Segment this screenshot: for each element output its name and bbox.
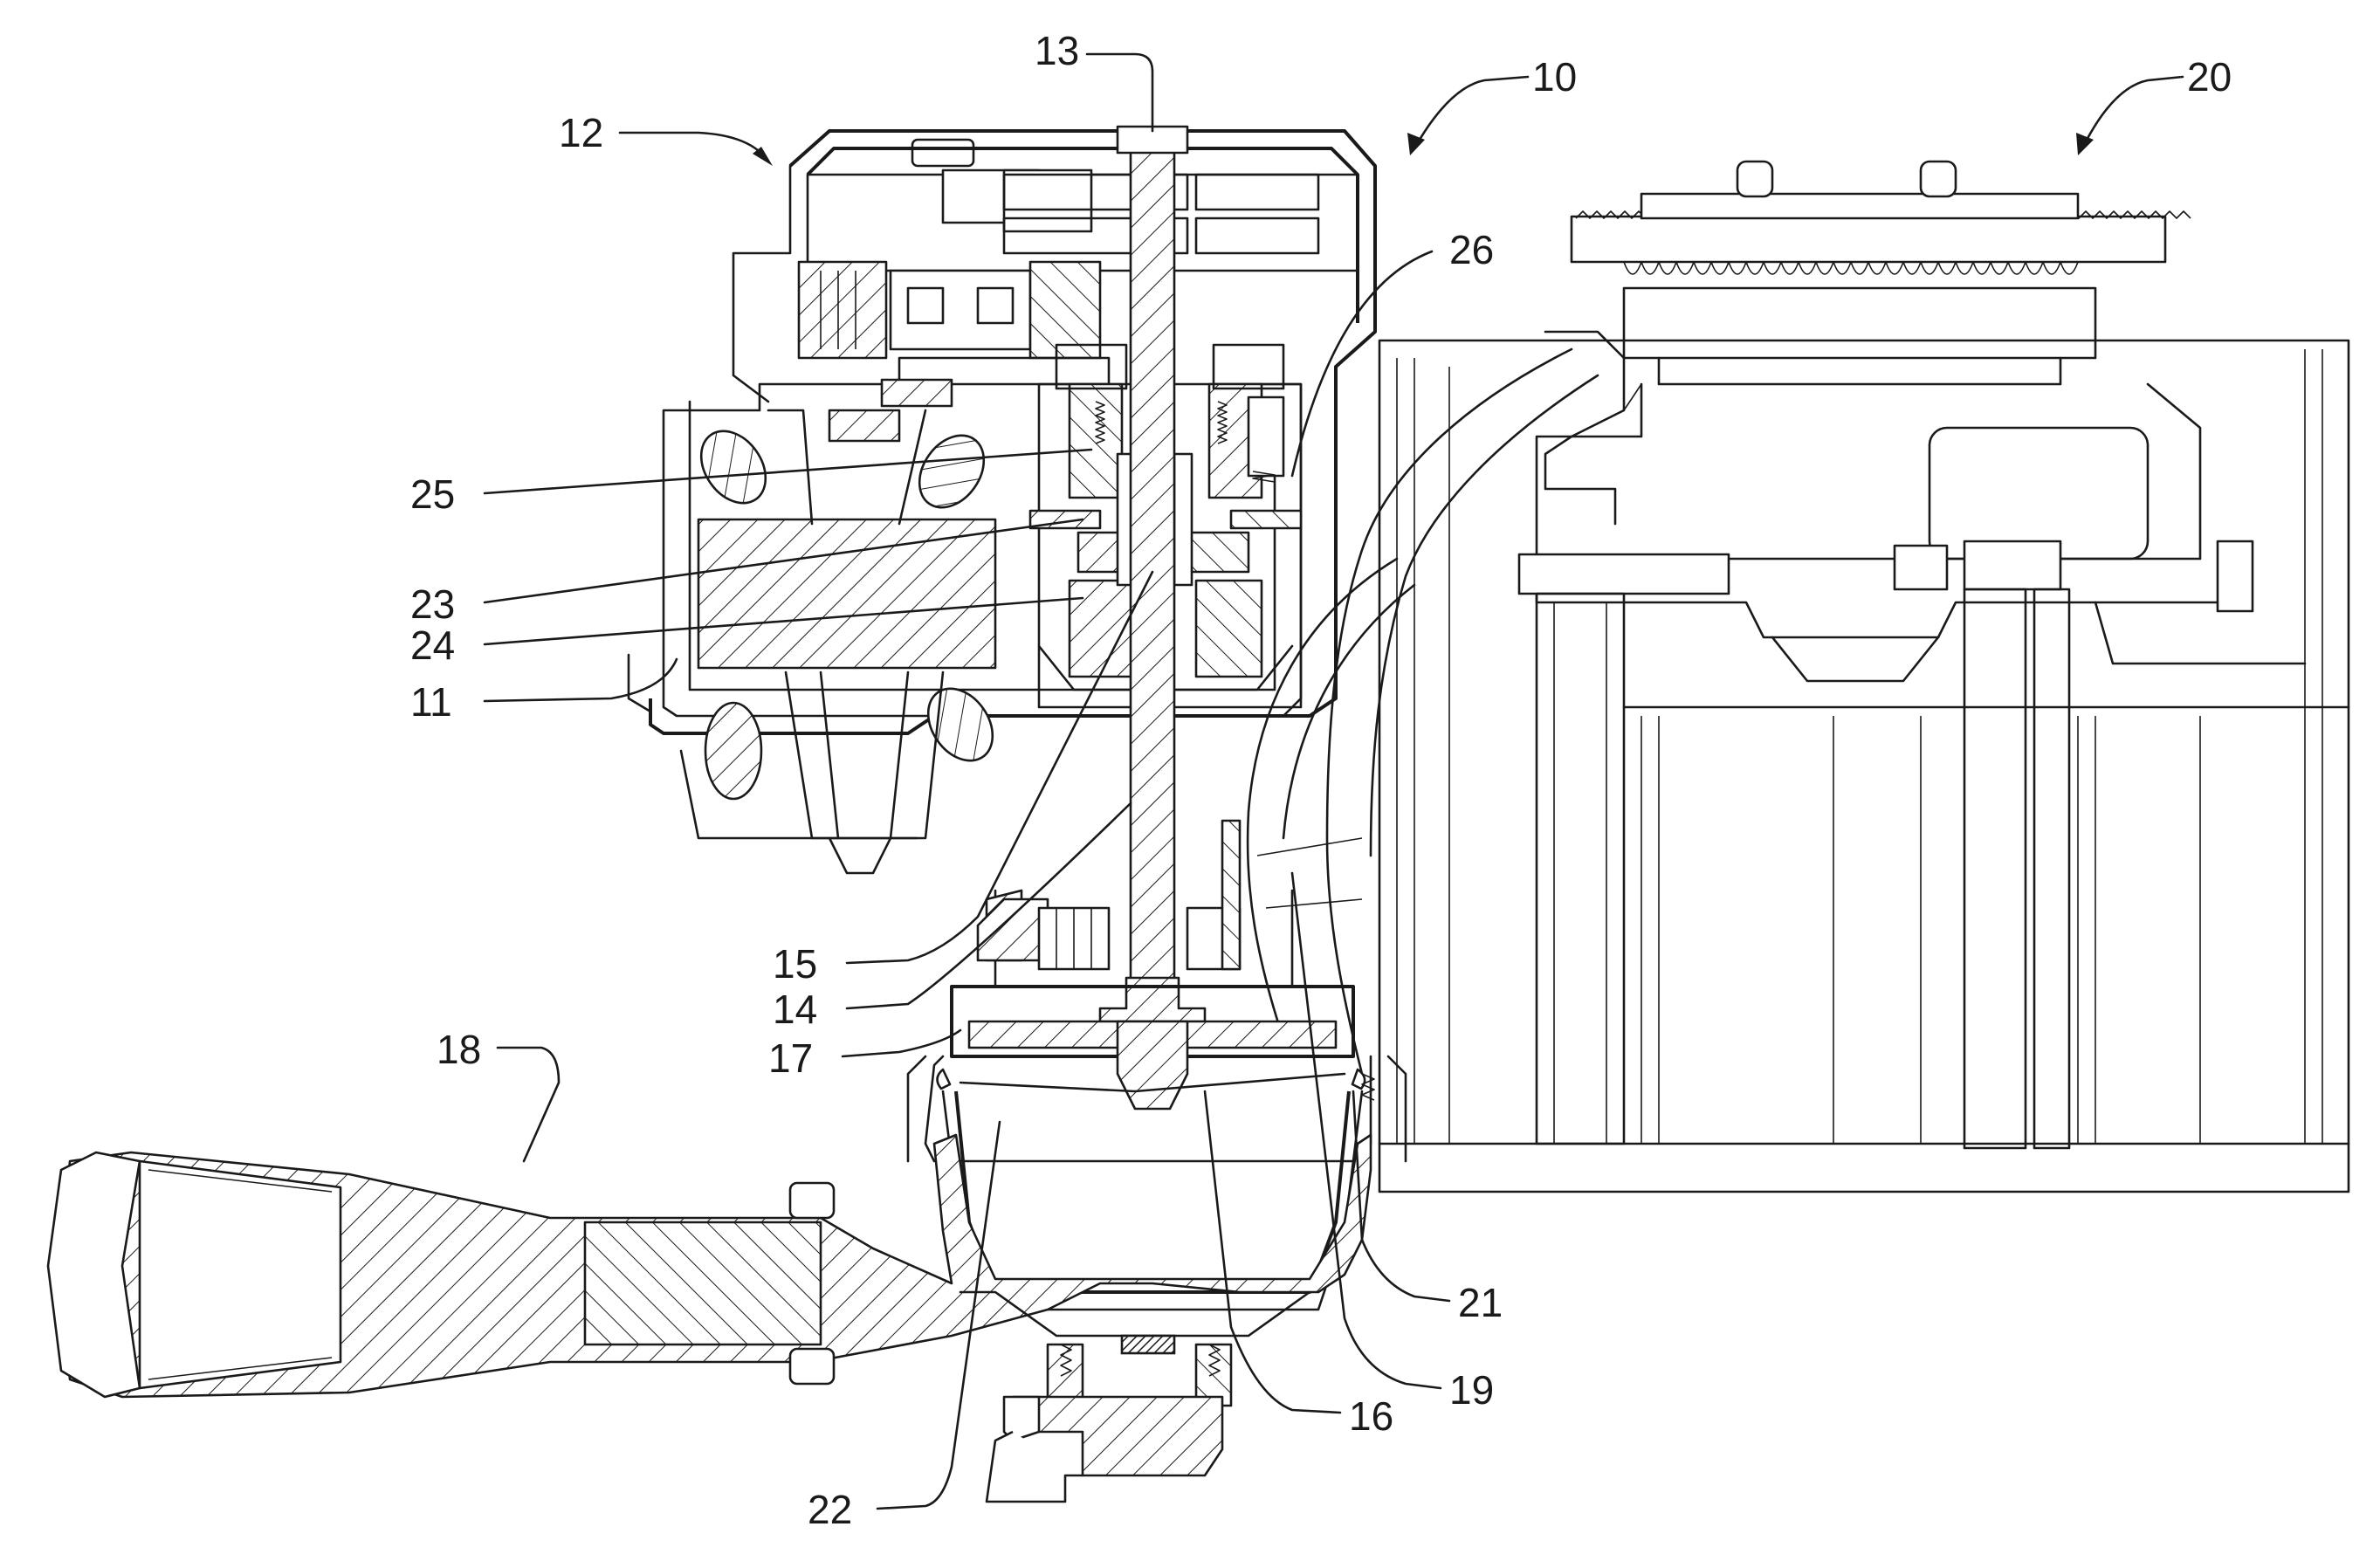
label-11: 11 [410,679,452,725]
label-13: 13 [1035,28,1079,73]
label-22: 22 [808,1487,852,1532]
label-10: 10 [1532,54,1577,100]
label-18: 18 [437,1027,481,1072]
label-12: 12 [559,110,603,155]
label-24: 24 [410,622,455,668]
label-17: 17 [768,1035,813,1081]
arrowhead-20 [2076,133,2094,155]
label-26: 26 [1449,227,1494,272]
label-14: 14 [773,987,817,1032]
label-16: 16 [1349,1393,1393,1439]
grinder-assembly [1519,162,2305,1148]
label-20: 20 [2187,54,2232,100]
label-21: 21 [1458,1280,1503,1325]
label-19: 19 [1449,1367,1494,1413]
right-housing [1379,340,2349,1192]
label-25: 25 [410,471,455,517]
label-23: 23 [410,581,455,627]
label-15: 15 [773,941,817,987]
portafilter [48,1135,1371,1502]
